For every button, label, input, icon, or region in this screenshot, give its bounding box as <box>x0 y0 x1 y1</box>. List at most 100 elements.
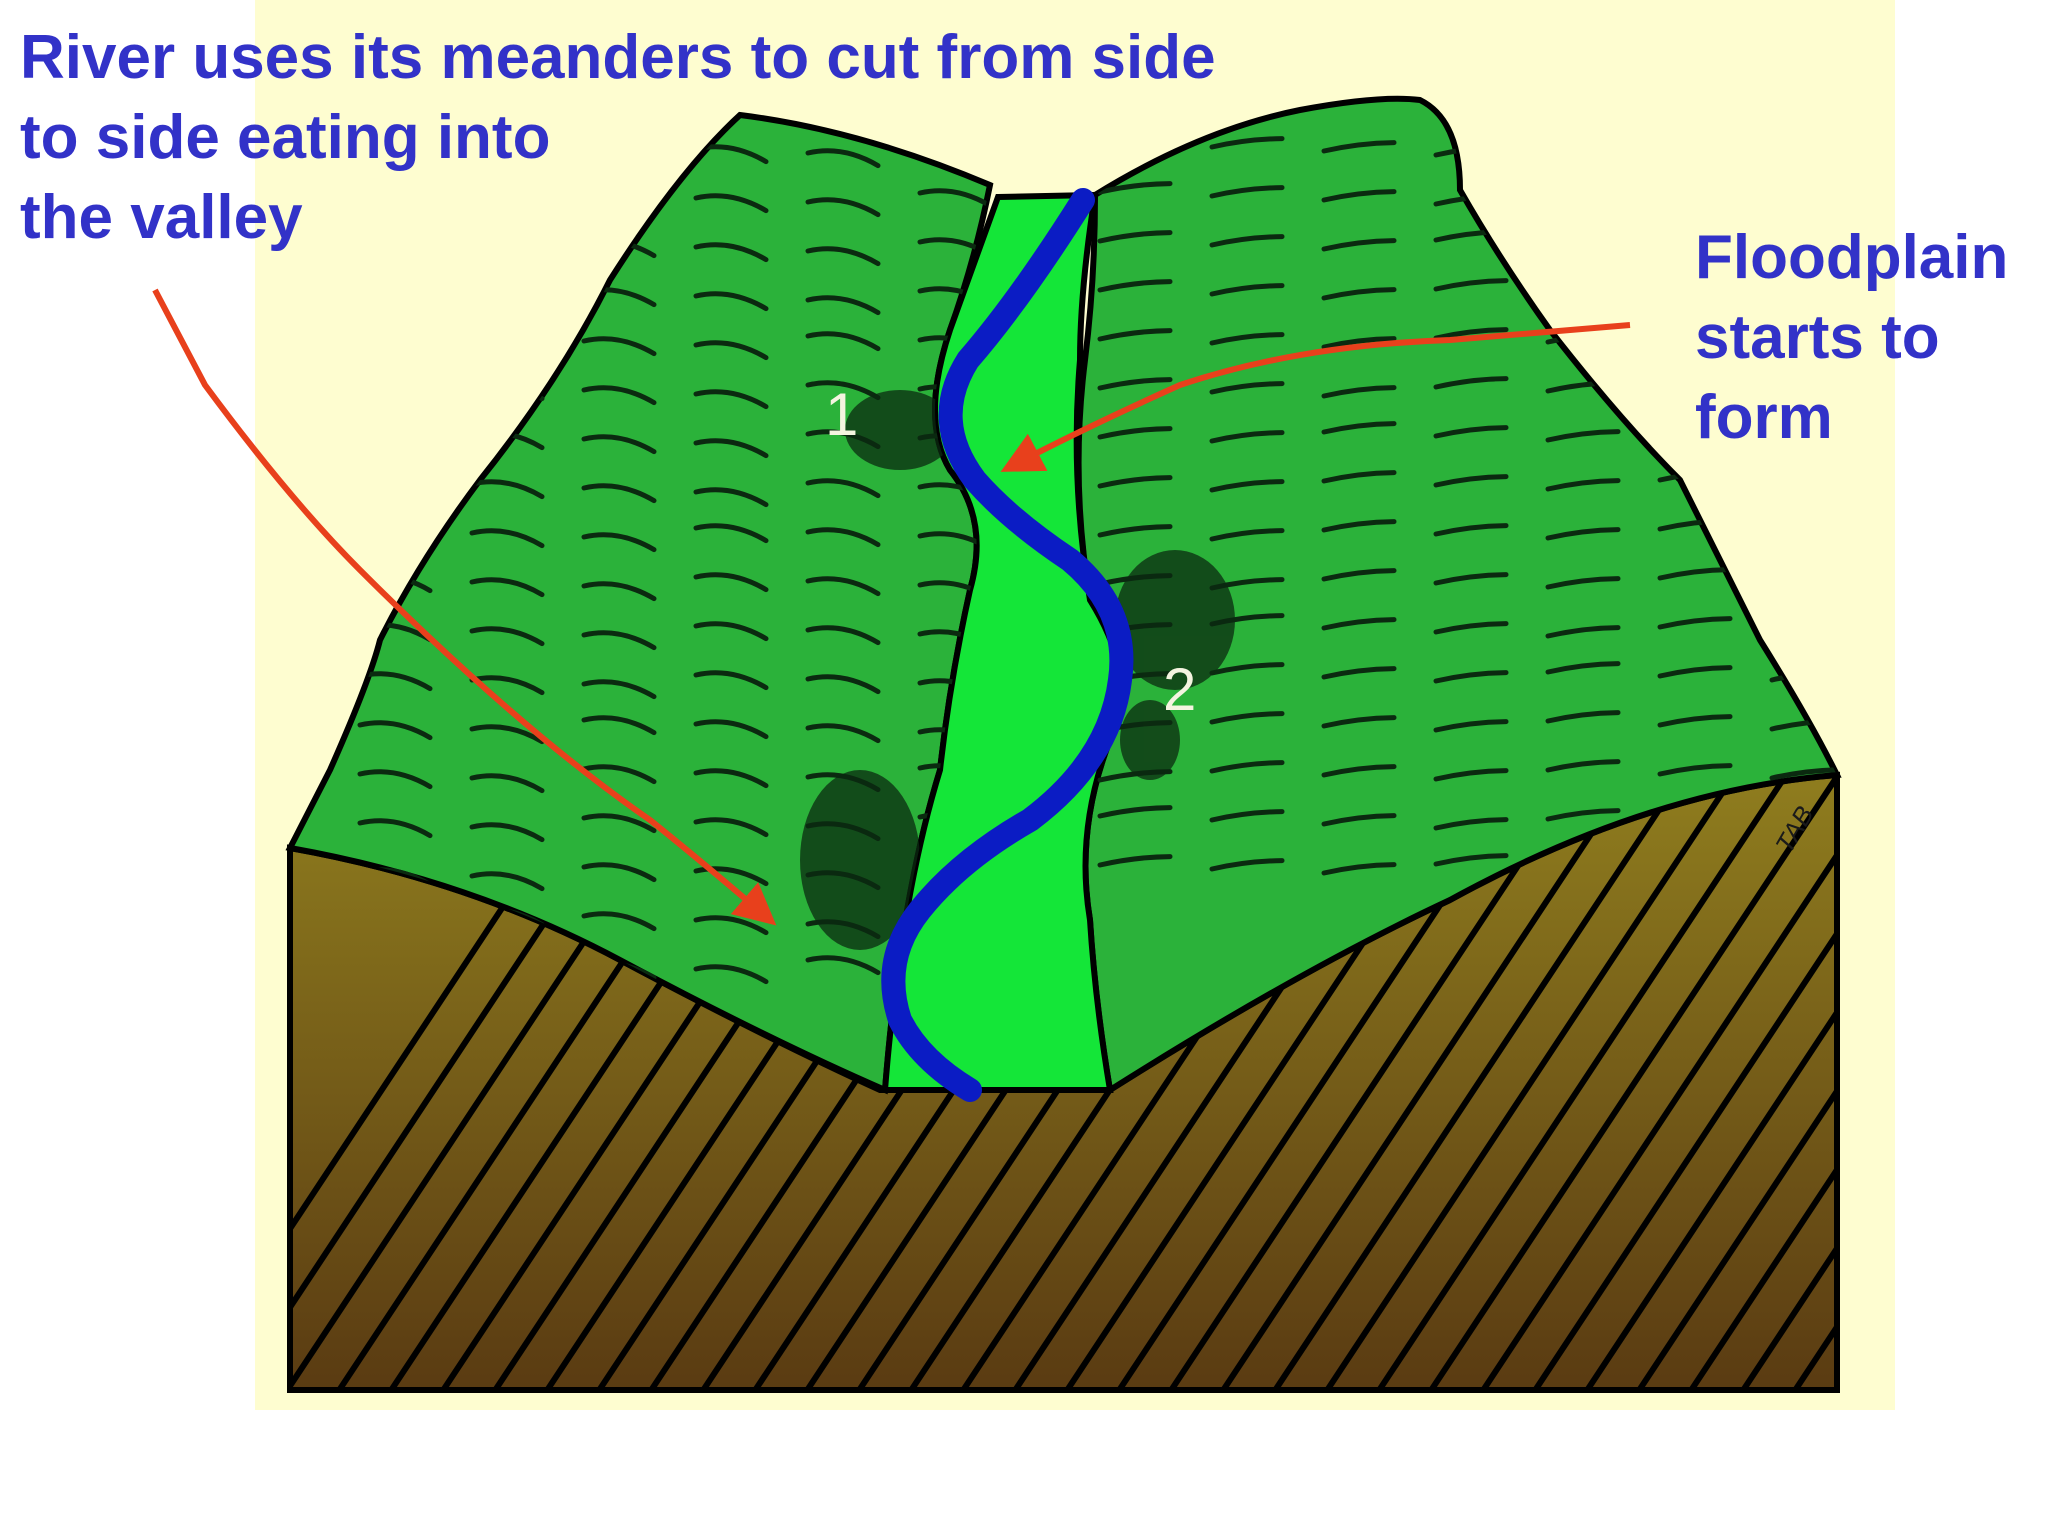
slope-stroke <box>805 955 881 976</box>
slope-stroke <box>581 434 657 455</box>
slope-stroke <box>1209 234 1285 248</box>
slope-stroke <box>805 246 881 267</box>
slope-stroke <box>1433 817 1509 831</box>
slope-stroke <box>1433 376 1509 390</box>
slope-stroke <box>693 291 769 312</box>
meanders-arrow <box>152 288 777 926</box>
slope-stroke <box>1097 181 1173 195</box>
slope-stroke <box>469 724 545 745</box>
slope-stroke <box>1209 185 1285 199</box>
slope-stroke <box>1321 385 1397 399</box>
slope-shading <box>800 390 1235 950</box>
slope-stroke <box>693 719 769 740</box>
hatch-line <box>1217 775 1643 1390</box>
slope-stroke <box>1433 621 1509 635</box>
slope-stroke <box>469 381 545 402</box>
hatch-line <box>1685 775 1837 1390</box>
slope-stroke <box>1097 230 1173 244</box>
slope-stroke <box>469 577 545 598</box>
slope-stroke <box>469 773 545 794</box>
slope-stroke <box>357 439 433 460</box>
slope-stroke <box>1433 768 1509 782</box>
slope-stroke <box>1097 524 1173 538</box>
hatch-line <box>1477 775 1837 1390</box>
slope-stroke <box>357 720 433 741</box>
slope-stroke <box>693 438 769 459</box>
meanders-caption-line-1: River uses its meanders to cut from side <box>20 23 1216 92</box>
marker-one: 1 <box>825 381 859 448</box>
slope-stroke <box>581 679 657 700</box>
slope-stroke <box>1321 189 1397 203</box>
slope-stroke <box>1545 710 1621 724</box>
slope-stroke <box>1209 760 1285 774</box>
slope-stroke <box>1545 576 1621 590</box>
slope-stroke <box>1321 519 1397 533</box>
slope-stroke <box>1209 711 1285 725</box>
meandering-river <box>881 188 1134 1102</box>
slope-stroke <box>1433 572 1509 586</box>
meanders-caption-line-2: to side eating into <box>20 103 551 172</box>
slope-stroke <box>805 331 881 352</box>
slope-stroke <box>1209 809 1285 823</box>
slope-stroke <box>357 341 433 362</box>
slope-stroke <box>1545 625 1621 639</box>
slope-stroke <box>693 768 769 789</box>
slope-stroke <box>1769 522 1837 536</box>
slope-stroke <box>1657 763 1733 777</box>
slope-stroke <box>469 822 545 843</box>
floodplain-arrow <box>1000 322 1631 472</box>
slope-stroke <box>1097 805 1173 819</box>
slope-stroke <box>1321 238 1397 252</box>
slope-stroke <box>1433 523 1509 537</box>
slope-stroke <box>693 340 769 361</box>
slope-stroke <box>1657 567 1733 581</box>
slope-stroke <box>1433 474 1509 488</box>
slope-stroke <box>469 528 545 549</box>
slope-stroke <box>805 723 881 744</box>
hatch-line <box>1633 775 1837 1390</box>
slope-stroke <box>1209 528 1285 542</box>
slope-stroke <box>805 197 881 218</box>
slope-stroke <box>1433 719 1509 733</box>
slope-stroke <box>1545 282 1621 296</box>
slope-stroke <box>1545 759 1621 773</box>
slope-stroke <box>805 148 881 169</box>
slope-stroke <box>1321 140 1397 154</box>
slope-stroke <box>1433 327 1509 341</box>
slope-stroke <box>1321 470 1397 484</box>
slope-stroke <box>805 674 881 695</box>
slope-stroke <box>357 524 433 545</box>
hatch-line <box>1321 775 1747 1390</box>
hatch-line <box>1948 760 2048 1395</box>
slope-stroke <box>1097 475 1173 489</box>
slope-stroke <box>581 385 657 406</box>
slope-stroke <box>581 581 657 602</box>
slope-stroke <box>1321 617 1397 631</box>
slope-stroke <box>805 527 881 548</box>
slope-stroke <box>1097 279 1173 293</box>
slope-stroke <box>1657 616 1733 630</box>
slope-stroke <box>805 380 881 401</box>
slope-stroke <box>1097 328 1173 342</box>
slope-stroke <box>1209 662 1285 676</box>
slope-stroke <box>693 487 769 508</box>
slope-stroke <box>1433 425 1509 439</box>
slope-stroke <box>805 576 881 597</box>
slope-stroke <box>805 625 881 646</box>
meanders-caption-line-3: the valley <box>20 183 303 252</box>
slope-stroke <box>357 475 433 496</box>
slope-stroke <box>693 670 769 691</box>
slope-stroke <box>1097 426 1173 440</box>
slope-stroke <box>581 911 657 932</box>
slope-stroke <box>693 964 769 985</box>
slope-stroke <box>1209 858 1285 872</box>
slope-stroke <box>1321 862 1397 876</box>
slope-stroke <box>1209 430 1285 444</box>
hatch-line <box>1844 760 2048 1395</box>
slope-stroke <box>693 193 769 214</box>
slope-stroke <box>1321 715 1397 729</box>
hatch-line <box>1269 775 1695 1390</box>
slope-stroke <box>1657 139 1733 153</box>
slope-stroke <box>469 626 545 647</box>
